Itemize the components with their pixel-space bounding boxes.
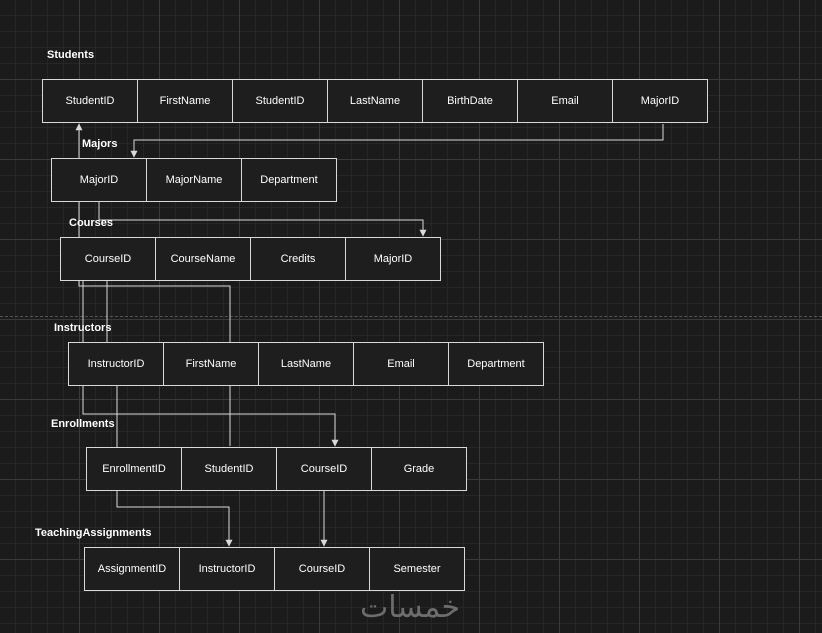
table-majors[interactable]: MajorID MajorName Department (51, 158, 337, 202)
instructors-col-department[interactable]: Department (448, 342, 544, 386)
students-col-birthdate[interactable]: BirthDate (422, 79, 518, 123)
teaching-col-assignmentid[interactable]: AssignmentID (84, 547, 180, 591)
instructors-col-lastname[interactable]: LastName (258, 342, 354, 386)
students-col-studentid-2[interactable]: StudentID (232, 79, 328, 123)
teaching-col-courseid[interactable]: CourseID (274, 547, 370, 591)
enrollments-col-courseid[interactable]: CourseID (276, 447, 372, 491)
courses-col-coursename[interactable]: CourseName (155, 237, 251, 281)
teaching-col-semester[interactable]: Semester (369, 547, 465, 591)
majors-col-majorid[interactable]: MajorID (51, 158, 147, 202)
page-divider (0, 316, 822, 317)
majors-col-department[interactable]: Department (241, 158, 337, 202)
students-col-studentid[interactable]: StudentID (42, 79, 138, 123)
table-instructors[interactable]: InstructorID FirstName LastName Email De… (68, 342, 544, 386)
table-title-majors: Majors (82, 138, 118, 150)
courses-col-credits[interactable]: Credits (250, 237, 346, 281)
students-col-lastname[interactable]: LastName (327, 79, 423, 123)
link-students-majorid-to-majors (130, 124, 664, 158)
table-students[interactable]: StudentID FirstName StudentID LastName B… (42, 79, 708, 123)
students-col-majorid[interactable]: MajorID (612, 79, 708, 123)
table-title-instructors: Instructors (54, 322, 112, 334)
instructors-col-instructorid[interactable]: InstructorID (68, 342, 164, 386)
teaching-col-instructorid[interactable]: InstructorID (179, 547, 275, 591)
courses-col-courseid[interactable]: CourseID (60, 237, 156, 281)
table-title-enrollments: Enrollments (51, 418, 115, 430)
table-enrollments[interactable]: EnrollmentID StudentID CourseID Grade (86, 447, 467, 491)
courses-col-majorid[interactable]: MajorID (345, 237, 441, 281)
table-courses[interactable]: CourseID CourseName Credits MajorID (60, 237, 441, 281)
link-majors-majorid-to-courses (98, 202, 427, 237)
majors-col-majorname[interactable]: MajorName (146, 158, 242, 202)
link-instructors-to-teaching-instructorid (116, 386, 233, 547)
table-title-courses: Courses (69, 217, 114, 229)
students-col-email[interactable]: Email (517, 79, 613, 123)
watermark-logo: خمسات (360, 590, 461, 625)
table-title-teachingassignments: TeachingAssignments (35, 527, 152, 539)
table-title-students: Students (47, 49, 95, 61)
instructors-col-email[interactable]: Email (353, 342, 449, 386)
table-teachingassignments[interactable]: AssignmentID InstructorID CourseID Semes… (84, 547, 465, 591)
enrollments-col-enrollmentid[interactable]: EnrollmentID (86, 447, 182, 491)
instructors-col-firstname[interactable]: FirstName (163, 342, 259, 386)
enrollments-col-studentid[interactable]: StudentID (181, 447, 277, 491)
students-col-firstname[interactable]: FirstName (137, 79, 233, 123)
enrollments-col-grade[interactable]: Grade (371, 447, 467, 491)
